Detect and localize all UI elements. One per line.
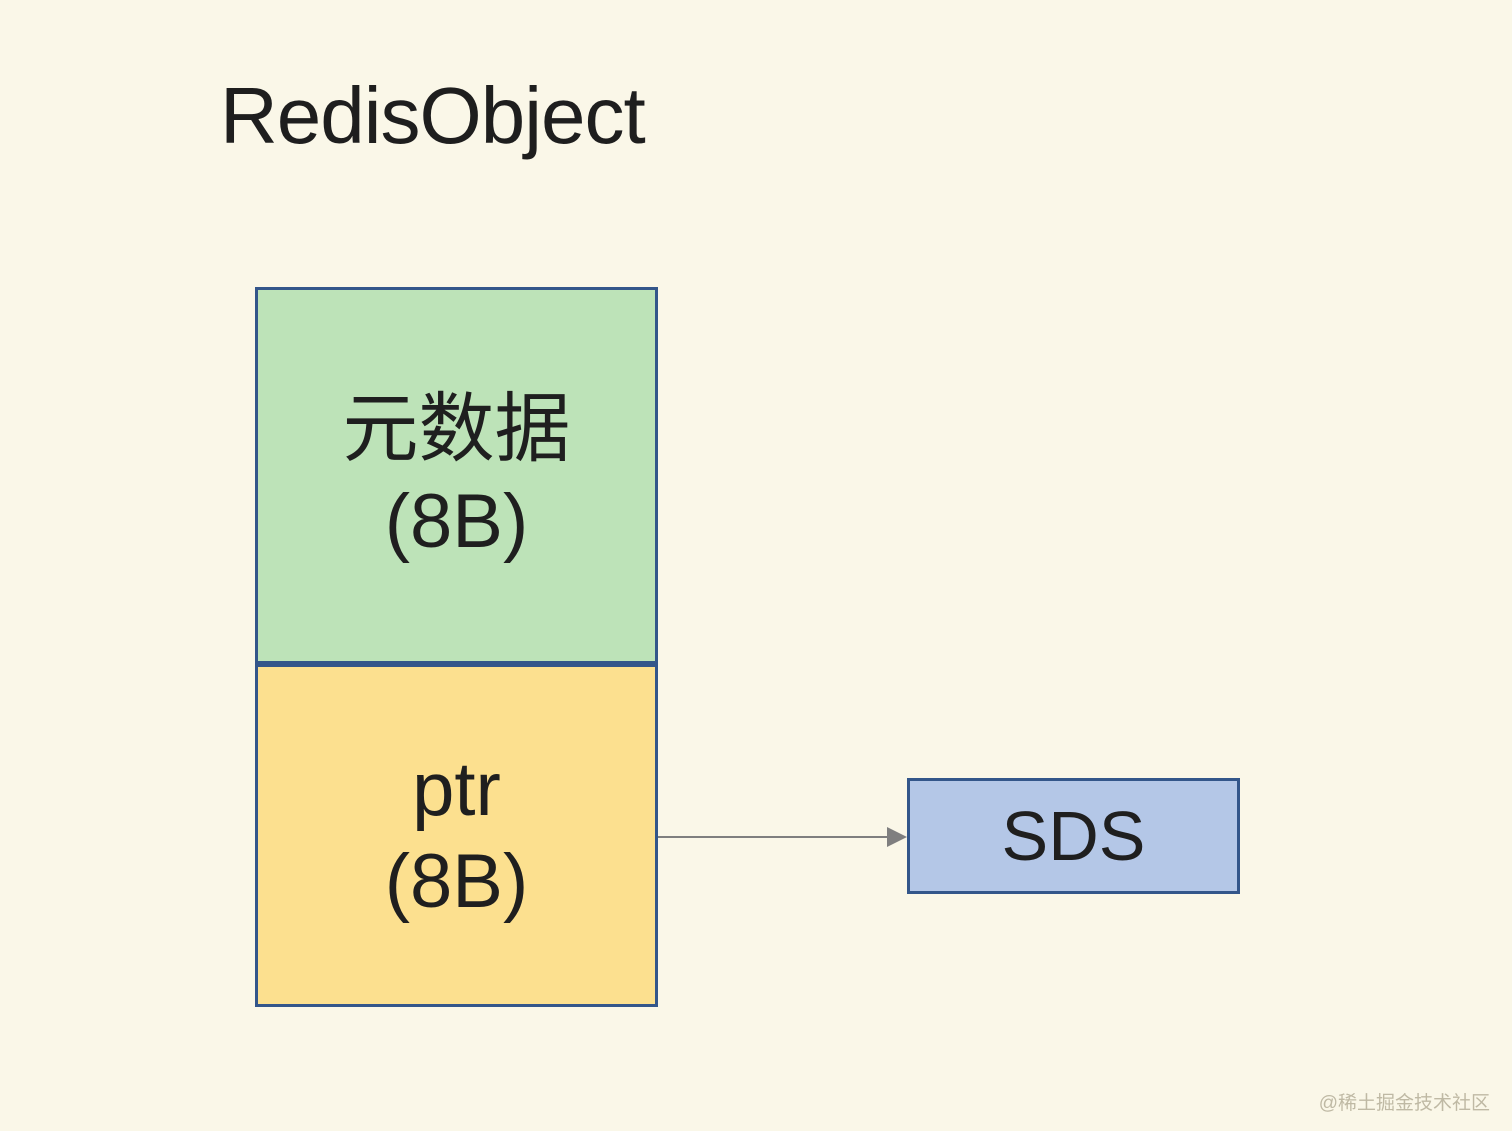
sds-box: SDS <box>907 778 1240 894</box>
ptr-to-sds-arrowhead-icon <box>887 827 907 847</box>
metadata-box: 元数据 (8B) <box>255 287 658 664</box>
diagram-title: RedisObject <box>220 71 646 160</box>
metadata-box-name: 元数据 <box>342 387 571 473</box>
ptr-to-sds-arrow-line <box>658 836 891 838</box>
ptr-box: ptr (8B) <box>255 664 658 1007</box>
metadata-box-size: (8B) <box>384 478 529 564</box>
ptr-box-name: ptr <box>412 747 501 833</box>
ptr-box-size: (8B) <box>384 838 529 924</box>
watermark: @稀土掘金技术社区 <box>1318 1093 1490 1114</box>
sds-box-label: SDS <box>1001 797 1146 875</box>
